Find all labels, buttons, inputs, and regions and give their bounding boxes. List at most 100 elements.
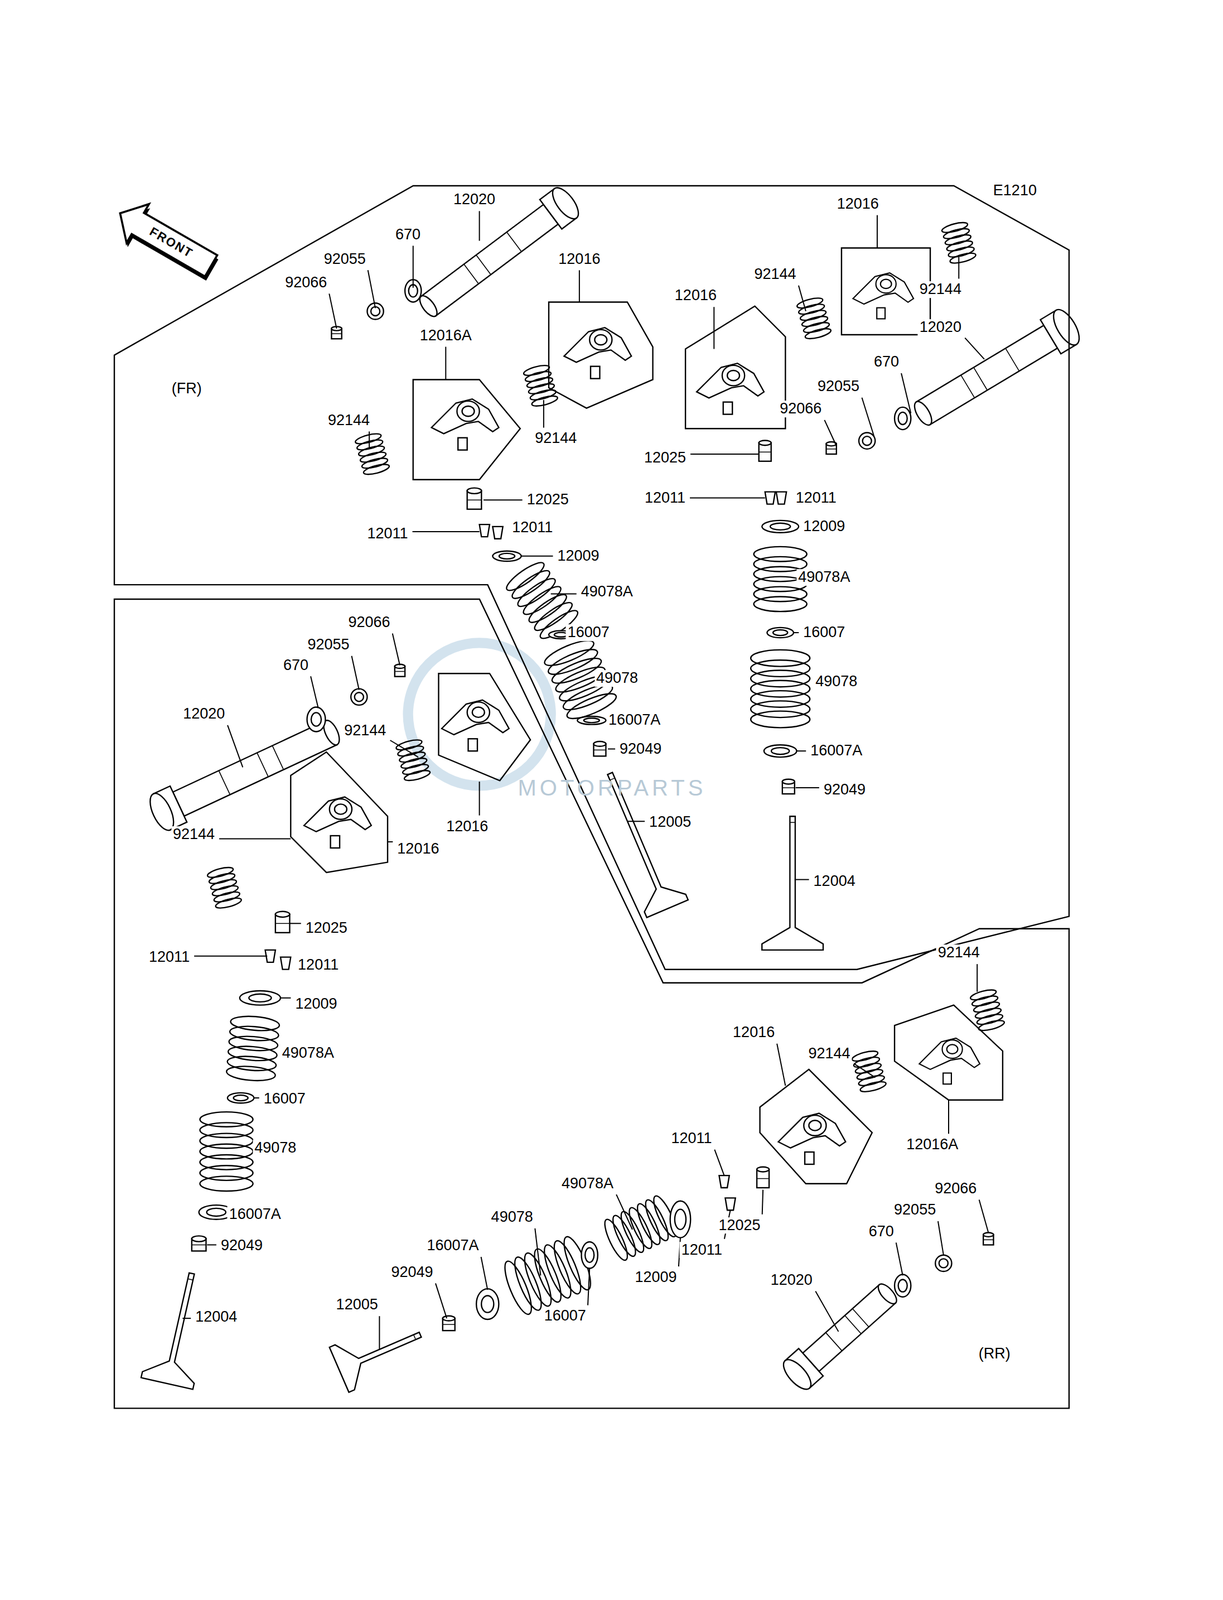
leader-line <box>445 346 447 380</box>
rocker-body <box>563 327 632 362</box>
callout-number: 92066 <box>933 1180 979 1197</box>
callout-number: 16007A <box>808 742 864 760</box>
callout-number: 12005 <box>334 1296 380 1313</box>
washer-outer <box>894 407 911 430</box>
callout-number: 49078A <box>579 583 635 601</box>
washer-outer <box>935 1254 952 1271</box>
callout-number: 92144 <box>917 281 964 299</box>
spring-coil <box>942 226 970 241</box>
washer-outer <box>199 1204 234 1220</box>
washer-inner <box>481 1294 494 1312</box>
callout-number: 12016 <box>556 250 602 268</box>
valve-groove <box>610 777 616 781</box>
part-group-box <box>290 751 388 873</box>
rocker-bore <box>467 701 490 723</box>
rocker-bore-inner <box>946 1043 959 1053</box>
cylinder-band <box>759 451 772 453</box>
spring-coil <box>530 393 559 408</box>
rocker-bore <box>456 400 480 422</box>
rocker-spring <box>969 987 1005 1033</box>
spring-coil <box>799 308 827 323</box>
shaft-body <box>802 1284 896 1371</box>
cylinder-band <box>442 1323 456 1324</box>
leader-line <box>724 1209 731 1239</box>
callout-number: 49078 <box>489 1208 535 1226</box>
callout-number: 92144 <box>936 944 982 961</box>
leader-line <box>713 306 715 349</box>
shaft-groove <box>257 752 269 777</box>
spring-coil <box>519 1249 557 1309</box>
spring-seat <box>766 627 794 638</box>
cylinder-band <box>826 448 837 449</box>
callout-number: 12020 <box>451 191 497 209</box>
callout-number: 92066 <box>346 614 393 631</box>
spring-coil <box>851 1049 879 1063</box>
rocker-bore <box>589 329 612 351</box>
valve <box>329 1331 422 1392</box>
rocker-spring <box>395 737 432 783</box>
washer-outer <box>761 520 799 533</box>
cylinder-band <box>191 1244 207 1245</box>
washer-outer <box>577 716 606 725</box>
callout-number: 92144 <box>752 266 799 283</box>
arrow-body <box>108 193 222 285</box>
washer-outer <box>307 707 326 732</box>
washer-outer <box>548 630 574 639</box>
valve <box>141 1272 195 1390</box>
washer-inner <box>770 523 791 530</box>
spring-coil <box>750 649 810 667</box>
leader-line <box>938 1220 944 1255</box>
spring-coil <box>750 711 810 728</box>
rocker-arm <box>563 327 632 379</box>
spring-coil <box>206 864 234 879</box>
leader-line <box>948 1099 950 1134</box>
washer-inner <box>583 717 600 723</box>
cylinder-band <box>275 922 290 924</box>
valve-keeper <box>492 526 503 539</box>
callout-number: 12011 <box>147 948 192 966</box>
washer-inner <box>674 1209 686 1230</box>
spring-coil <box>945 238 974 253</box>
spring-coil <box>545 644 601 680</box>
part-group-box <box>438 673 531 781</box>
spring-seat <box>581 1241 598 1269</box>
spring-coil <box>549 1237 587 1297</box>
leader-line <box>543 399 545 428</box>
leader-line <box>776 1043 786 1086</box>
leader-line <box>182 1317 191 1319</box>
washer-inner <box>233 1094 249 1101</box>
leader-line <box>607 748 616 750</box>
part-group-box <box>413 379 521 480</box>
rocker-pin <box>590 366 600 379</box>
spring-coil <box>527 381 555 396</box>
callout-number: 12009 <box>633 1268 679 1286</box>
figure-code: E1210 <box>991 182 1039 200</box>
shaft-head-face <box>145 789 179 834</box>
spring-coil <box>354 431 383 446</box>
leader-line <box>550 592 577 594</box>
cylinder-top <box>275 911 290 917</box>
spring-coil <box>970 993 999 1008</box>
callout-number: 49078 <box>252 1139 298 1157</box>
leader-line <box>714 1149 724 1176</box>
washer-outer <box>227 1092 255 1103</box>
spring-seat <box>227 1092 255 1103</box>
spring-coil <box>401 762 429 777</box>
spring-coil <box>525 590 570 627</box>
rocker-spring <box>851 1049 887 1094</box>
leader-line <box>392 632 400 665</box>
callout-number: 92055 <box>892 1201 938 1218</box>
leader-line <box>479 781 481 816</box>
cylinder-band <box>593 749 606 751</box>
adjuster <box>756 1166 770 1188</box>
rocker-bore-inner <box>462 405 475 417</box>
callout-number: 12011 <box>510 519 555 536</box>
collar <box>983 1232 994 1245</box>
spring-coil <box>750 690 810 708</box>
spring-coil <box>859 1079 887 1094</box>
spring-coil <box>360 456 389 471</box>
callout-number: 12025 <box>525 491 571 509</box>
leader-line <box>412 245 414 288</box>
spring-coil <box>553 661 608 697</box>
inner-valve-spring <box>542 635 620 724</box>
